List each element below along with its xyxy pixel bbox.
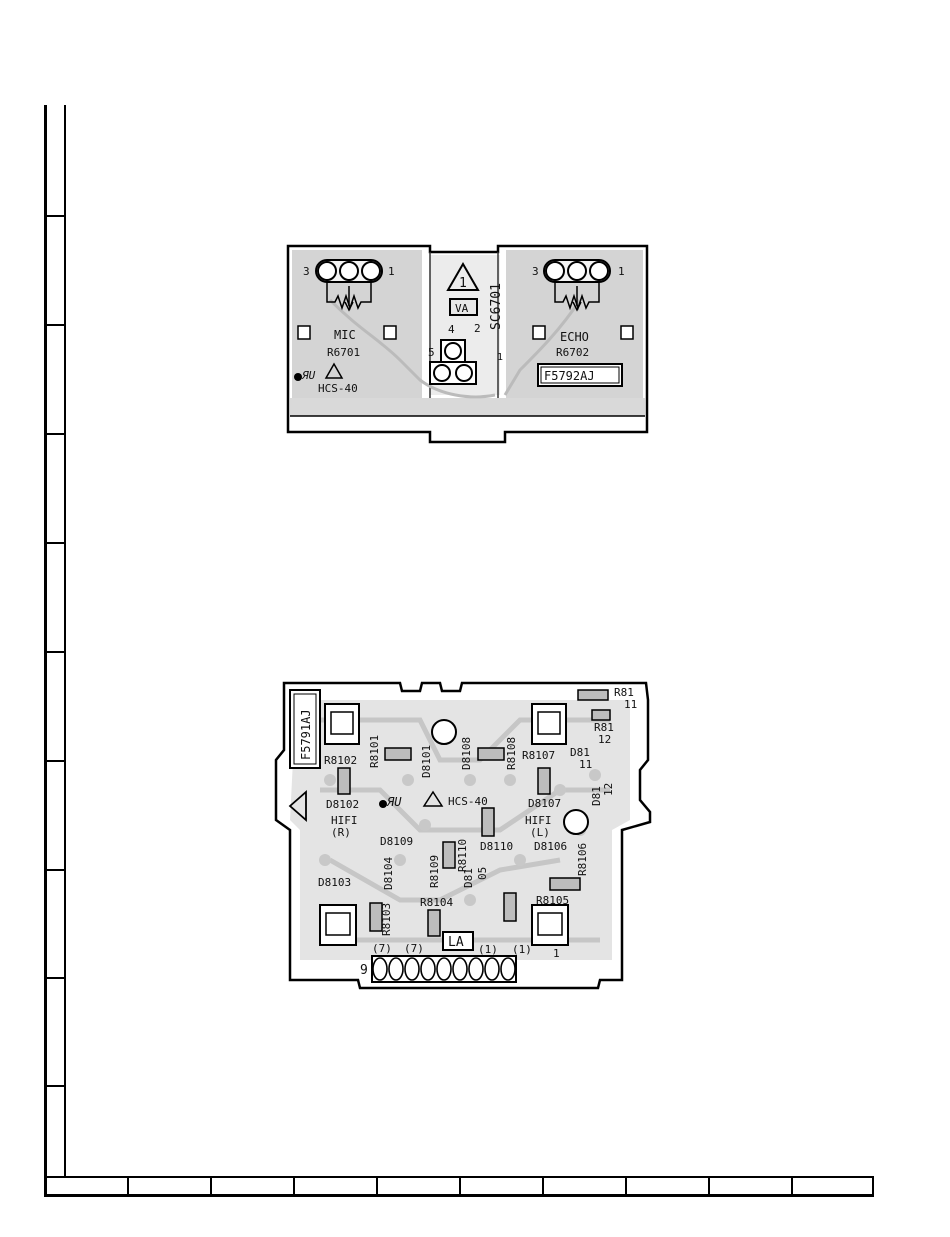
pcb-board-hifi: F5791AJ xyxy=(276,683,650,988)
pcb-board-mic-echo: 3 1 MIC R6701 ЯU HCS-40 1 VA xyxy=(288,246,647,442)
label-d8108: D8108 xyxy=(460,737,473,770)
label-pin-7: (7) xyxy=(372,942,392,955)
label-r8101: R8101 xyxy=(368,735,381,768)
part-code-f5792aj: F5792AJ xyxy=(544,369,595,383)
label-r8109: R8109 xyxy=(428,855,441,888)
pin-label: 4 xyxy=(448,323,455,336)
led-d8101 xyxy=(432,720,456,744)
label-d8104: D8104 xyxy=(382,857,395,890)
switch-footprint xyxy=(532,905,568,945)
label-r8102: R8102 xyxy=(324,754,357,767)
label-hcs-40: HCS-40 xyxy=(448,795,488,808)
label-r8105: R8105 xyxy=(536,894,569,907)
label-d81-sub: 05 xyxy=(476,867,489,880)
pin-label: 3 xyxy=(532,265,539,278)
svg-text:1: 1 xyxy=(459,276,467,291)
switch-footprint xyxy=(532,704,566,744)
label-d8101: D8101 xyxy=(420,745,433,778)
label-d8107: D8107 xyxy=(528,797,561,810)
connector-9pin xyxy=(372,956,516,982)
svg-text:ЯU: ЯU xyxy=(301,369,316,382)
label-d8106: D8106 xyxy=(534,840,567,853)
label-r8104: R8104 xyxy=(420,896,453,909)
pin-label: 2 xyxy=(474,322,481,335)
label-d8102: D8102 xyxy=(326,798,359,811)
label-d81-sub: 11 xyxy=(579,758,592,771)
pin-label: 3 xyxy=(303,265,310,278)
label-d81: D81 xyxy=(462,868,475,888)
part-code-f5791aj: F5791AJ xyxy=(299,709,313,760)
va-label: VA xyxy=(455,302,469,315)
mount-pad xyxy=(533,326,545,339)
label-r8108: R8108 xyxy=(505,737,518,770)
label-pin-1: (1) xyxy=(512,943,532,956)
label-r8110: R8110 xyxy=(456,839,469,872)
pot-name-echo: ECHO xyxy=(560,330,589,344)
label-hifi-l-sub: (L) xyxy=(530,826,550,839)
connector-ref-sc6701: SC6701 xyxy=(489,283,504,330)
label-d8110: D8110 xyxy=(480,840,513,853)
label-r81-sub: 11 xyxy=(624,698,637,711)
label-d8109: D8109 xyxy=(380,835,413,848)
pin-label: 1 xyxy=(388,265,395,278)
pin-label: 1 xyxy=(618,265,625,278)
pot-pads-right xyxy=(544,260,610,282)
label-pin-7: (7) xyxy=(404,942,424,955)
label-pin-1: (1) xyxy=(478,943,498,956)
copper-strip xyxy=(290,398,645,416)
pin-label: 1 xyxy=(497,352,503,363)
label-r8107: R8107 xyxy=(522,749,555,762)
pot-pads-left xyxy=(316,260,382,282)
label-pin-1: 1 xyxy=(553,947,560,960)
mount-pad xyxy=(298,326,310,339)
pin-label: 5 xyxy=(428,346,435,359)
board-type-label: HCS-40 xyxy=(318,382,358,395)
label-r81-sub: 12 xyxy=(598,733,611,746)
label-la: LA xyxy=(448,935,464,950)
mount-pad xyxy=(384,326,396,339)
switch-footprint xyxy=(325,704,359,744)
led-hifi-l xyxy=(564,810,588,834)
mount-pad xyxy=(621,326,633,339)
label-r8106: R8106 xyxy=(576,843,589,876)
label-pin-9: 9 xyxy=(360,963,368,978)
pot-ref-r6702: R6702 xyxy=(556,346,589,359)
pot-name-mic: MIC xyxy=(334,328,356,342)
label-r8103: R8103 xyxy=(380,903,393,936)
switch-footprint xyxy=(320,905,356,945)
svg-text:ЯU: ЯU xyxy=(386,795,402,809)
label-d8103: D8103 xyxy=(318,876,351,889)
pot-ref-r6701: R6701 xyxy=(327,346,360,359)
label-d81-sub: 12 xyxy=(602,783,615,796)
label-hifi-r-sub: (R) xyxy=(331,826,351,839)
